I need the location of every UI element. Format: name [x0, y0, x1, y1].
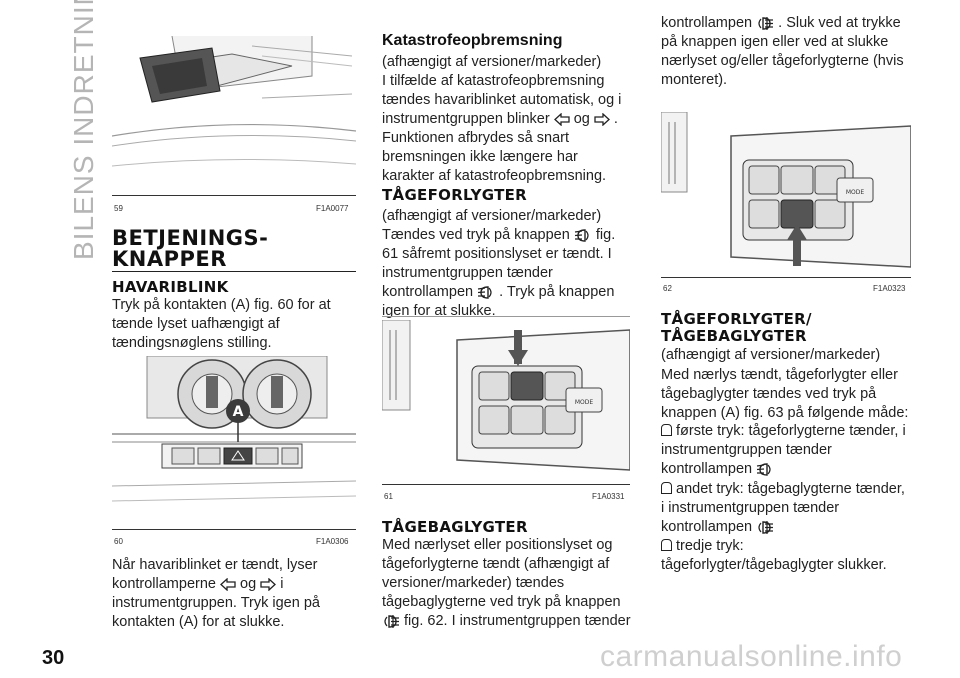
figure-62-number: 62: [663, 284, 672, 293]
para2-text-b: instrumentgruppen. Tryk igen på kontakte…: [112, 595, 320, 630]
col3-text-a: kontrollampen: [661, 15, 753, 31]
sub-heading-havariblink: HAVARIBLINK: [112, 278, 229, 296]
section-heading-betjeningsknapper: BETJENINGS- KNAPPER: [112, 226, 269, 271]
rear-fog-light-icon: [758, 16, 774, 30]
heading-rule: [112, 271, 356, 272]
figure-60-image: A: [112, 356, 356, 524]
figure-60-code: F1A0306: [316, 537, 349, 546]
col3-note: (afhængigt af versioner/markeder): [661, 347, 881, 363]
heading-taageforlygter: TÅGEFORLYGTER: [382, 186, 528, 204]
heading-taageforlygter-taagebaglygter: TÅGEFORLYGTER/ TÅGEBAGLYGTER: [661, 310, 812, 345]
turn-right-arrow-icon: [594, 112, 610, 126]
list-item-2: andet tryk: tågebaglygterne tænder, i in…: [661, 480, 911, 537]
figure-59-code: F1A0077: [316, 204, 349, 213]
taagebaglygter-paragraph: Med nærlyset eller positionslyset og tåg…: [382, 536, 632, 631]
para2-i: i: [280, 576, 284, 592]
list-item-3-text-b: tågeforlygter/tågebaglygter slukker.: [661, 557, 887, 573]
figure-61-caption-line: [382, 484, 630, 485]
col3-top-paragraph: kontrollampen . Sluk ved at trykke på kn…: [661, 14, 911, 90]
figure-62-code: F1A0323: [873, 284, 906, 293]
front-fog-light-icon: [574, 228, 589, 242]
watermark: carmanualsonline.info: [600, 640, 903, 673]
heading-taagebaglygter: TÅGEBAGLYGTER: [382, 518, 528, 536]
katastrofe-paragraph: I tilfælde af katastrofeopbremsning tænd…: [382, 72, 632, 186]
list-item-1-text: første tryk: tågeforlygterne tænder, i i…: [661, 423, 906, 477]
rear-fog-light-icon: [384, 614, 399, 628]
figure-60-number: 60: [114, 537, 123, 546]
turn-right-arrow-icon: [260, 577, 277, 591]
page-number: 30: [42, 647, 65, 669]
list-item-3: tredje tryk: tågeforlygter/tågebaglygter…: [661, 537, 911, 575]
figure-61-number: 61: [384, 492, 393, 501]
katastrofe-text-b: . Funktionen afbrydes så snart bremsning…: [382, 111, 618, 184]
figure-60-label-a: A: [233, 404, 244, 420]
figure-61-top-rule: [382, 316, 630, 317]
fog-text-b: fig. 61 såfremt positionslyset er tændt.…: [382, 227, 616, 300]
bullet-icon: [661, 424, 672, 436]
para2-og: og: [240, 576, 257, 592]
katastrofe-og: og: [573, 111, 590, 127]
turn-left-arrow-icon: [220, 577, 236, 591]
col3-paragraph: Med nærlys tændt, tågeforlygter eller tå…: [661, 367, 909, 421]
katastrofe-text-a: I tilfælde af katastrofeopbremsning tænd…: [382, 73, 622, 127]
bullet-icon: [661, 539, 672, 551]
figure-59-caption-line: [112, 195, 356, 196]
list-item-3-text-a: tredje tryk:: [676, 538, 744, 554]
para2-text-a: Når havariblinket er tændt, lyser kontro…: [112, 557, 318, 592]
figure-59-number: 59: [114, 204, 123, 213]
taageforlygter-paragraph: Tændes ved tryk på knappen fig. 61 såfre…: [382, 226, 632, 321]
heading-katastrofeopbremsning: Katastrofeopbremsning: [382, 32, 563, 49]
katastrofe-note: (afhængigt af versioner/markeder): [382, 54, 602, 70]
front-fog-light-icon: [478, 285, 492, 299]
figure-59-image: [112, 36, 356, 192]
turn-left-arrow-icon: [553, 112, 570, 126]
havariblink-paragraph: Tryk på kontakten (A) fig. 60 for at tæn…: [112, 297, 331, 351]
figure-61-mode-label: MODE: [575, 399, 594, 406]
col3-text-b: . Sluk ved at trykke på knappen igen ell…: [661, 15, 904, 88]
fog-text-c: . Tryk på knappen igen for at slukke.: [382, 284, 615, 319]
figure-60-caption-line: [112, 529, 356, 530]
bullet-icon: [661, 482, 672, 494]
taageforlygter-note: (afhængigt af versioner/markeder): [382, 208, 602, 224]
figure-62-image: MODE: [661, 112, 911, 272]
figure-61-image: MODE: [382, 320, 630, 480]
fog-text-a: Tændes ved tryk på knappen: [382, 227, 570, 243]
list-item-2-text: andet tryk: tågebaglygterne tænder, i in…: [661, 481, 905, 535]
rear-fog-light-icon: [758, 520, 774, 534]
front-fog-light-icon: [757, 462, 771, 476]
figure-62-mode-label: MODE: [846, 189, 865, 196]
figure-61-code: F1A0331: [592, 492, 625, 501]
side-title-text: BILENS INDRETNING: [68, 0, 99, 260]
rear-text-a: Med nærlyset eller positionslyset og tåg…: [382, 537, 621, 610]
figure-62-caption-line: [661, 277, 911, 278]
havariblink-lamps-paragraph: Når havariblinket er tændt, lyser kontro…: [112, 556, 356, 632]
list-item-1: første tryk: tågeforlygterne tænder, i i…: [661, 422, 911, 479]
side-section-title: BILENS INDRETNING: [28, 0, 99, 260]
rear-text-b: fig. 62. I instrumentgruppen tænder: [404, 613, 631, 629]
